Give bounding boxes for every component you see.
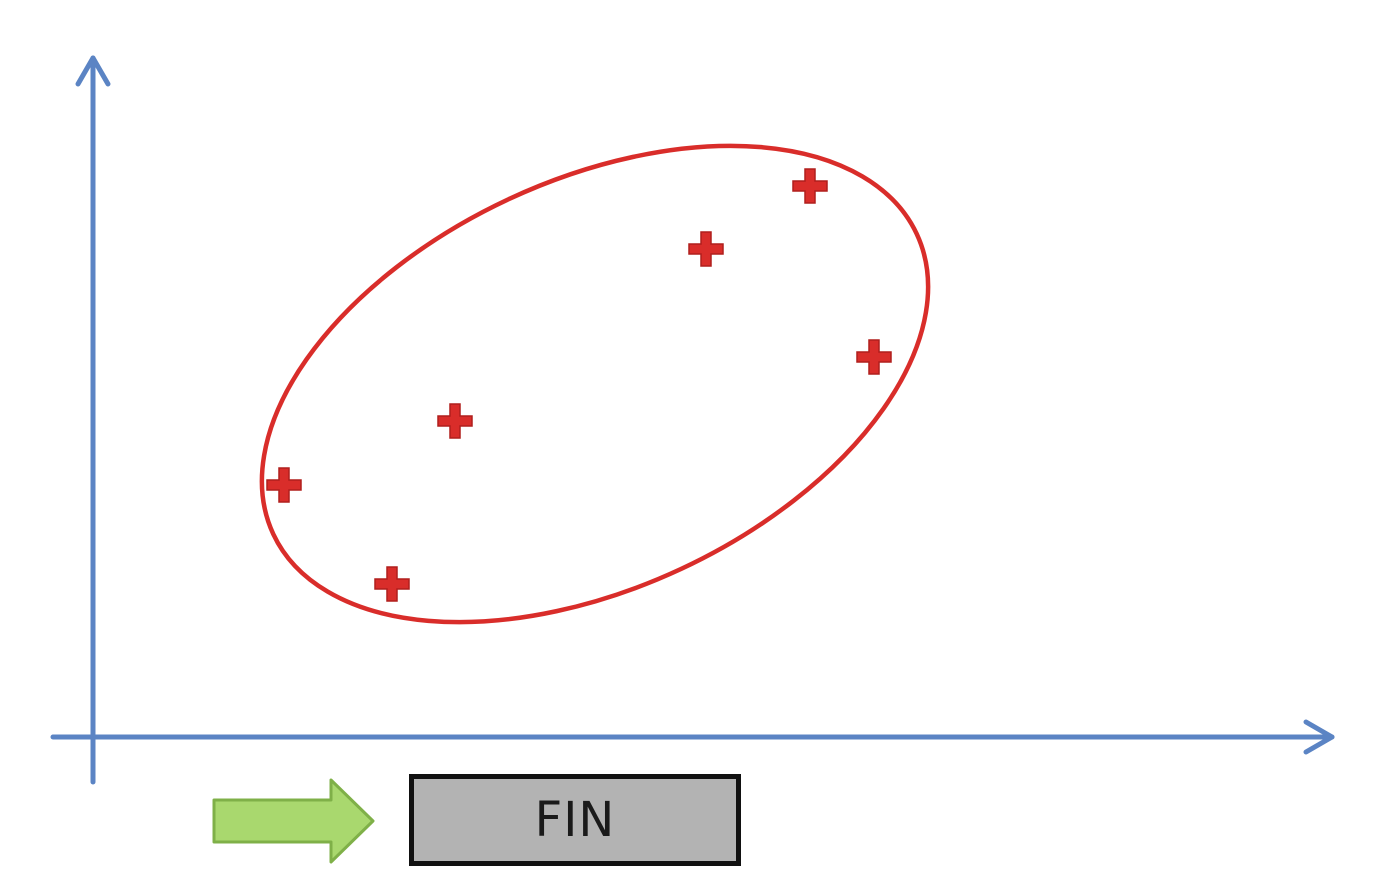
plus-icon bbox=[374, 566, 410, 602]
plus-icon bbox=[792, 168, 828, 204]
fin-box: FIN bbox=[409, 774, 741, 866]
fin-label: FIN bbox=[534, 792, 616, 848]
cluster-ellipse bbox=[259, 143, 931, 625]
right-arrow-icon bbox=[212, 778, 375, 864]
plus-icon bbox=[856, 339, 892, 375]
data-points bbox=[266, 168, 892, 602]
x-axis-arrowhead bbox=[1303, 719, 1335, 755]
plus-icon bbox=[266, 467, 302, 503]
plus-icon bbox=[437, 403, 473, 439]
y-axis-arrowhead bbox=[75, 55, 111, 87]
y-axis bbox=[75, 55, 111, 785]
plus-icon bbox=[688, 231, 724, 267]
x-axis bbox=[50, 719, 1335, 755]
